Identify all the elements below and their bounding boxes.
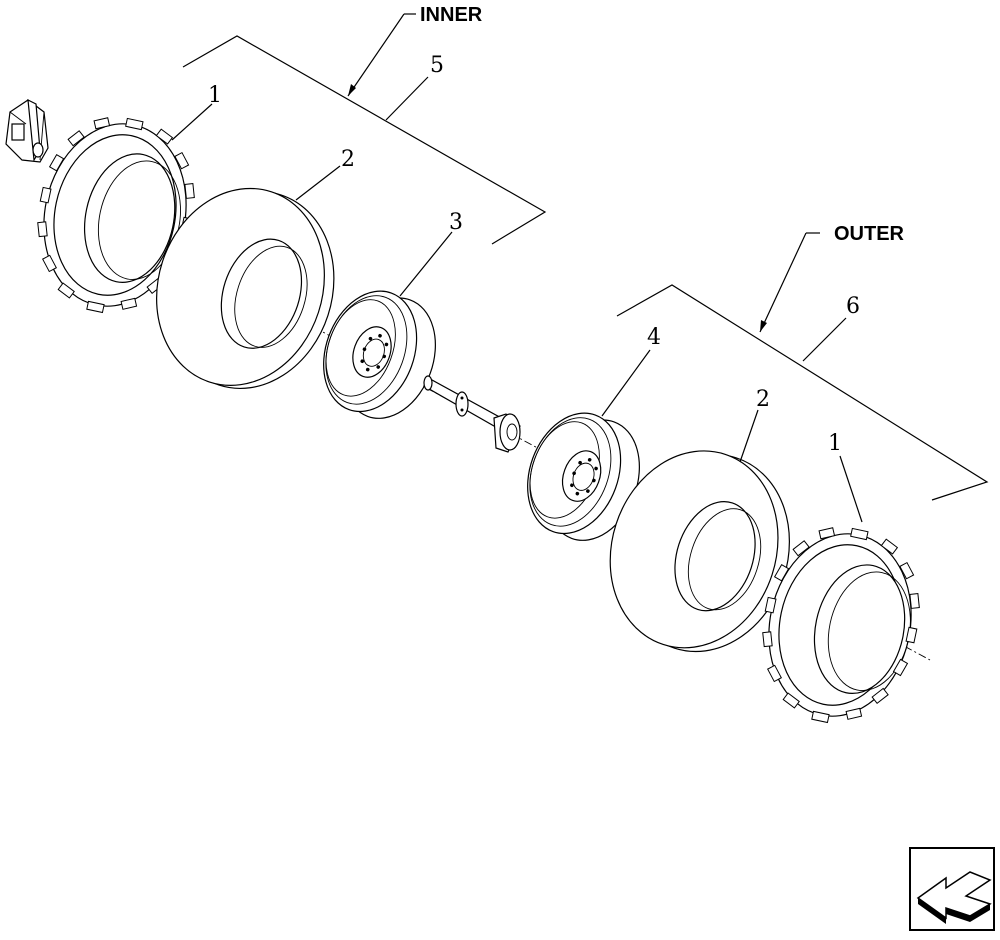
back-arrow-icon[interactable] <box>909 847 995 931</box>
outer-group-bracket <box>616 232 989 501</box>
callout-5: 5 <box>430 53 444 78</box>
callout-1-left: 1 <box>208 83 222 108</box>
callout-6: 6 <box>846 294 860 319</box>
inner-group-bracket <box>182 13 547 245</box>
tire-left-smooth <box>156 187 335 390</box>
callout-3: 3 <box>449 210 463 235</box>
inner-label: INNER <box>420 4 483 26</box>
callout-4: 4 <box>647 325 661 350</box>
callout-1-right: 1 <box>828 431 842 456</box>
callout-2-left: 2 <box>341 147 355 172</box>
rim-inner <box>323 290 436 419</box>
callout-2-right: 2 <box>756 387 770 412</box>
tire-right-lugged <box>762 527 920 724</box>
axle-shaft <box>422 375 521 453</box>
axle-bracket-part <box>5 98 49 163</box>
rim-outer <box>527 412 640 541</box>
outer-label: OUTER <box>834 223 905 245</box>
